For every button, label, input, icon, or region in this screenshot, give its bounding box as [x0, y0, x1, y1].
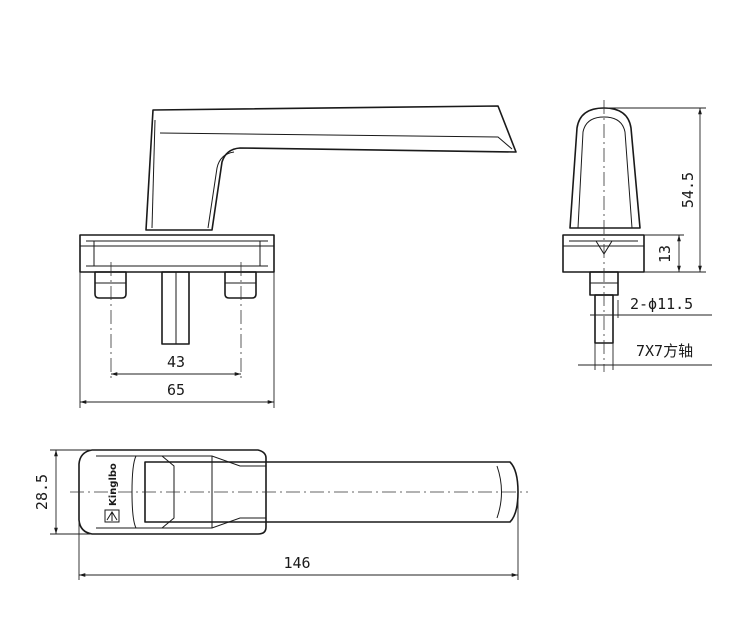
front-spindle — [161, 271, 190, 345]
brand-logo: Kinglbo — [104, 463, 120, 523]
top-base-plate — [78, 449, 267, 535]
dim-label-146: 146 — [283, 554, 310, 572]
dim-label-13: 13 — [656, 245, 674, 263]
dim-label-43: 43 — [167, 353, 185, 371]
top-view: Kinglbo 28.5 146 — [33, 449, 528, 580]
front-view: 43 65 — [79, 105, 517, 408]
side-grip — [569, 107, 641, 229]
side-view: 54.5 13 2-ϕ11.5 7X7方轴 — [562, 100, 712, 372]
dim-label-spindle: 7X7方轴 — [636, 342, 693, 360]
front-lever — [145, 105, 517, 231]
dim-label-65: 65 — [167, 381, 185, 399]
dim-label-screw: 2-ϕ11.5 — [630, 295, 693, 313]
top-lever — [144, 461, 519, 523]
front-left-boss — [94, 271, 127, 299]
front-right-boss — [224, 271, 257, 299]
brand-logo-text: Kinglbo — [108, 463, 119, 506]
dim-label-54-5: 54.5 — [679, 172, 697, 208]
dim-label-28-5: 28.5 — [33, 474, 51, 510]
